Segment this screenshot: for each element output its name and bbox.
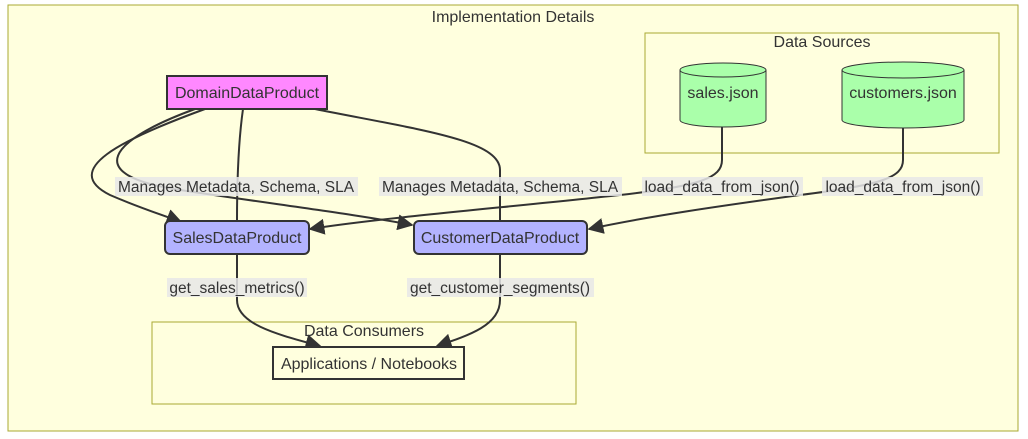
cluster-sources-title: Data Sources (774, 34, 871, 51)
edge-label-manages-left: Manages Metadata, Schema, SLA (118, 179, 355, 196)
edge-domain-to-customer-curve (314, 108, 501, 221)
edges (90, 108, 904, 350)
cluster-consumers-title: Data Consumers (304, 323, 424, 340)
edge-domain-to-sales (90, 108, 206, 225)
edge-sales-to-apps (236, 254, 322, 350)
node-apps-label: Applications / Notebooks (281, 356, 457, 373)
node-customer-data-product[interactable]: CustomerDataProduct (413, 220, 588, 255)
edge-domain-to-sales-vertical (236, 108, 244, 222)
edge-label-load-customers: load_data_from_json() (825, 179, 980, 196)
node-applications-notebooks[interactable]: Applications / Notebooks (272, 346, 465, 380)
node-sales-label: SalesDataProduct (173, 230, 303, 247)
cluster-implementation-title: Implementation Details (432, 9, 595, 26)
edge-label-load-sales: load_data_from_json() (644, 179, 799, 196)
node-customer-label: CustomerDataProduct (421, 230, 580, 247)
edge-label-manages-right: Manages Metadata, Schema, SLA (382, 179, 619, 196)
node-customers-json[interactable]: customers.json (841, 61, 965, 129)
edge-labels: Manages Metadata, Schema, SLA Manages Me… (115, 177, 983, 297)
node-domain-data-product[interactable]: DomainDataProduct (166, 75, 328, 110)
edge-label-sales-metrics: get_sales_metrics() (169, 280, 304, 297)
node-customers-json-label: customers.json (849, 85, 957, 102)
node-domain-label: DomainDataProduct (175, 85, 320, 102)
edge-label-customer-segments: get_customer_segments() (410, 280, 590, 297)
edge-customer-to-apps (435, 254, 501, 350)
edge-salesjson-to-sales (308, 126, 723, 235)
node-sales-json[interactable]: sales.json (679, 62, 767, 128)
node-sales-data-product[interactable]: SalesDataProduct (164, 220, 310, 255)
node-sales-json-label: sales.json (687, 85, 758, 102)
